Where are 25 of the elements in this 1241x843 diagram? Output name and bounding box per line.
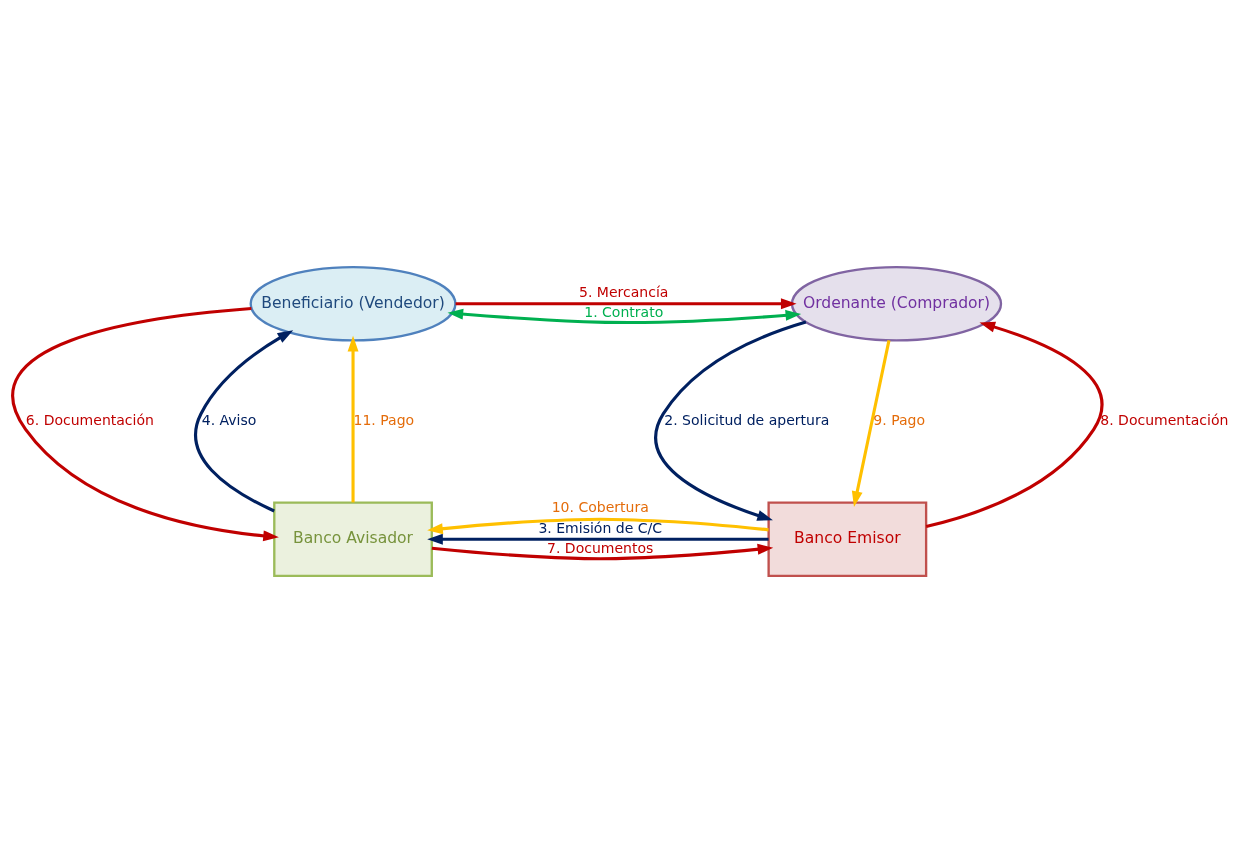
edge-label: 7. Documentos	[547, 539, 654, 556]
edge-label: 2. Solicitud de apertura	[664, 411, 830, 428]
node-ellipse: Ordenante (Comprador)	[790, 265, 1003, 342]
edge-label: 10. Cobertura	[551, 499, 649, 516]
edge-label: 9. Pago	[873, 411, 926, 428]
edge-label: 6. Documentación	[25, 411, 154, 428]
arrow	[427, 533, 769, 545]
arrow	[925, 321, 1104, 529]
arrow	[654, 320, 807, 521]
node-box: Banco Avisador	[273, 501, 433, 578]
arrow	[447, 308, 802, 325]
edge-label: 3. Emisión de C/C	[538, 519, 663, 536]
arrow	[347, 335, 359, 503]
edge-label: 11. Pago	[353, 411, 415, 428]
edge-label: 4. Aviso	[201, 411, 257, 428]
arrow	[427, 517, 769, 535]
node-box: Banco Emisor	[767, 501, 928, 578]
arrow	[194, 330, 294, 513]
arrow	[11, 307, 279, 542]
arrow	[431, 543, 774, 561]
arrow	[455, 298, 797, 310]
edge-label: 1. Contrato	[584, 304, 664, 321]
edge-label: 5. Mercancía	[579, 284, 669, 301]
edge-label: 8. Documentación	[1100, 411, 1229, 428]
arrow	[851, 340, 891, 507]
